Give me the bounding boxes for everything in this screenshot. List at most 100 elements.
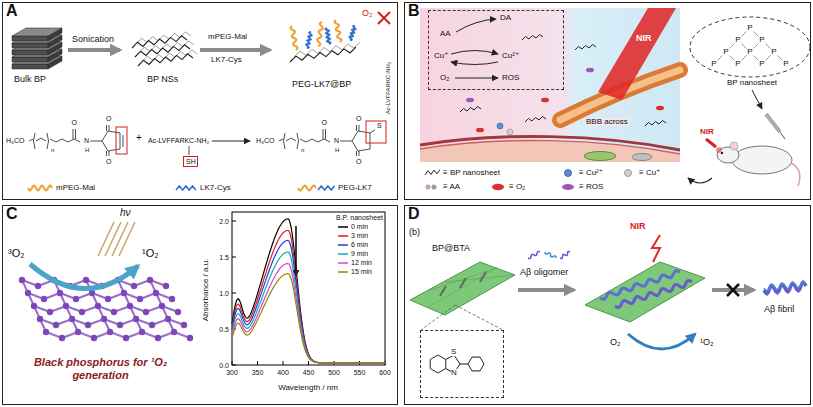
tick-label: 500 xyxy=(328,369,340,376)
atom-label: P xyxy=(735,36,740,44)
phosphorus-atom xyxy=(41,296,47,302)
phosphorus-atom xyxy=(143,309,149,315)
bulk-bp-layer xyxy=(12,43,48,48)
atom-label: P xyxy=(747,24,752,32)
oxygen-molecule xyxy=(656,106,664,111)
bond xyxy=(460,364,468,365)
atom-label: O xyxy=(106,158,111,165)
part-label: PEG-LK7@BP xyxy=(292,80,351,89)
phosphorus-atom xyxy=(159,303,165,309)
bulk-bp-layer xyxy=(12,36,48,41)
oxygen-molecule xyxy=(541,98,549,103)
process-arrow xyxy=(200,48,270,52)
node-text: S xyxy=(451,348,456,356)
molecule-label: O₂ xyxy=(610,338,621,347)
legend-swatch xyxy=(338,269,348,275)
group-box: SH xyxy=(183,156,198,167)
laser-spot xyxy=(716,147,722,153)
mouse-eye xyxy=(721,152,723,154)
peg-chain xyxy=(290,26,297,50)
legend-swatch xyxy=(424,168,440,178)
phosphorus-atom xyxy=(139,329,145,335)
bp-sheet xyxy=(585,262,705,322)
bond xyxy=(357,125,360,156)
bond xyxy=(90,141,102,142)
phosphorus-atom xyxy=(83,277,89,283)
phosphorus-atom xyxy=(73,296,79,302)
ros-species xyxy=(466,98,474,103)
bp-nanosheet xyxy=(132,36,187,48)
laser-label: NIR xyxy=(630,222,646,231)
spectrum-curve xyxy=(232,264,385,363)
laser-label: NIR xyxy=(700,128,714,136)
atom-label: H₃CO xyxy=(6,137,24,144)
tick-label: 550 xyxy=(354,369,366,376)
pointer-arrow xyxy=(752,90,762,109)
legend-text: 15 min xyxy=(351,268,372,275)
phosphorus-atom xyxy=(181,322,187,328)
part-label: Aβ fibril xyxy=(764,305,794,314)
phosphorus-atom xyxy=(169,296,175,302)
bp-nanosheet xyxy=(645,121,666,127)
spectrum-curve xyxy=(232,230,385,362)
ros-species xyxy=(586,68,594,73)
highlight-box xyxy=(116,127,127,154)
atom-bond xyxy=(718,56,723,61)
legend-text: ≡ BP nanosheet xyxy=(443,169,500,177)
panel-letter: B xyxy=(408,3,420,19)
light-ray xyxy=(119,222,135,256)
bp-nanosheet xyxy=(460,107,481,113)
legend-title: B.P. nanosheet xyxy=(336,214,383,221)
legend-text: 9 min xyxy=(351,250,368,257)
spectrum-curve xyxy=(232,219,385,363)
atom-label: O xyxy=(322,119,327,126)
legend-swatch xyxy=(424,182,440,192)
product-structure xyxy=(279,125,370,156)
tick-label: 0.0 xyxy=(219,362,229,369)
laser-label: NIR xyxy=(636,34,652,43)
legend-text: ≡ Cu²⁺ xyxy=(579,169,603,177)
peg-chain xyxy=(334,20,341,42)
atom-bond xyxy=(742,44,747,49)
atom-label: O xyxy=(356,158,361,165)
light-ray xyxy=(105,222,121,256)
legend-swatch-shape xyxy=(338,226,348,228)
tick-label: 1.0 xyxy=(219,290,229,297)
syringe-needle xyxy=(780,132,785,139)
node-text: SH xyxy=(186,158,196,165)
process-arrow xyxy=(518,288,574,292)
amyloid-fibril xyxy=(600,271,680,300)
panel-letter: C xyxy=(6,206,18,222)
highlight-box xyxy=(366,121,386,143)
caption-text: Black phosphorus for ¹O₂ generation xyxy=(18,356,183,381)
spectrum-curve xyxy=(232,252,385,363)
callout-line xyxy=(421,305,503,330)
phosphorus-atom xyxy=(69,316,75,322)
bond xyxy=(300,139,330,142)
legend-item: 3 min xyxy=(338,232,368,239)
legend-swatch-shape xyxy=(425,170,440,176)
component-label: LK7-Cys xyxy=(200,184,231,192)
phosphorus-atom xyxy=(107,329,113,335)
atom-label: P xyxy=(711,60,716,68)
legend-item: 12 min xyxy=(338,259,372,266)
legend-text: ≡ ROS xyxy=(579,183,603,191)
axis-tick xyxy=(283,361,284,365)
trend-arrow xyxy=(295,226,297,276)
atom-label: P xyxy=(771,48,776,56)
process-label: BBB across xyxy=(585,118,629,126)
legend-swatch-shape xyxy=(338,262,348,264)
legend-text: 0 min xyxy=(351,223,368,230)
tick-label: 0.5 xyxy=(219,326,229,333)
syringe xyxy=(766,114,780,132)
bp-nanosheet xyxy=(294,42,360,57)
legend-swatch-shape xyxy=(565,170,572,177)
legend-text: 3 min xyxy=(351,232,368,239)
atom-bond xyxy=(730,44,735,49)
molecule-label: ¹O₂ xyxy=(142,248,159,259)
plus-sign: + xyxy=(136,133,142,143)
bp-nanosheet xyxy=(575,45,596,51)
component-label: mPEG-Mal xyxy=(56,184,95,192)
block-cross xyxy=(378,12,390,24)
